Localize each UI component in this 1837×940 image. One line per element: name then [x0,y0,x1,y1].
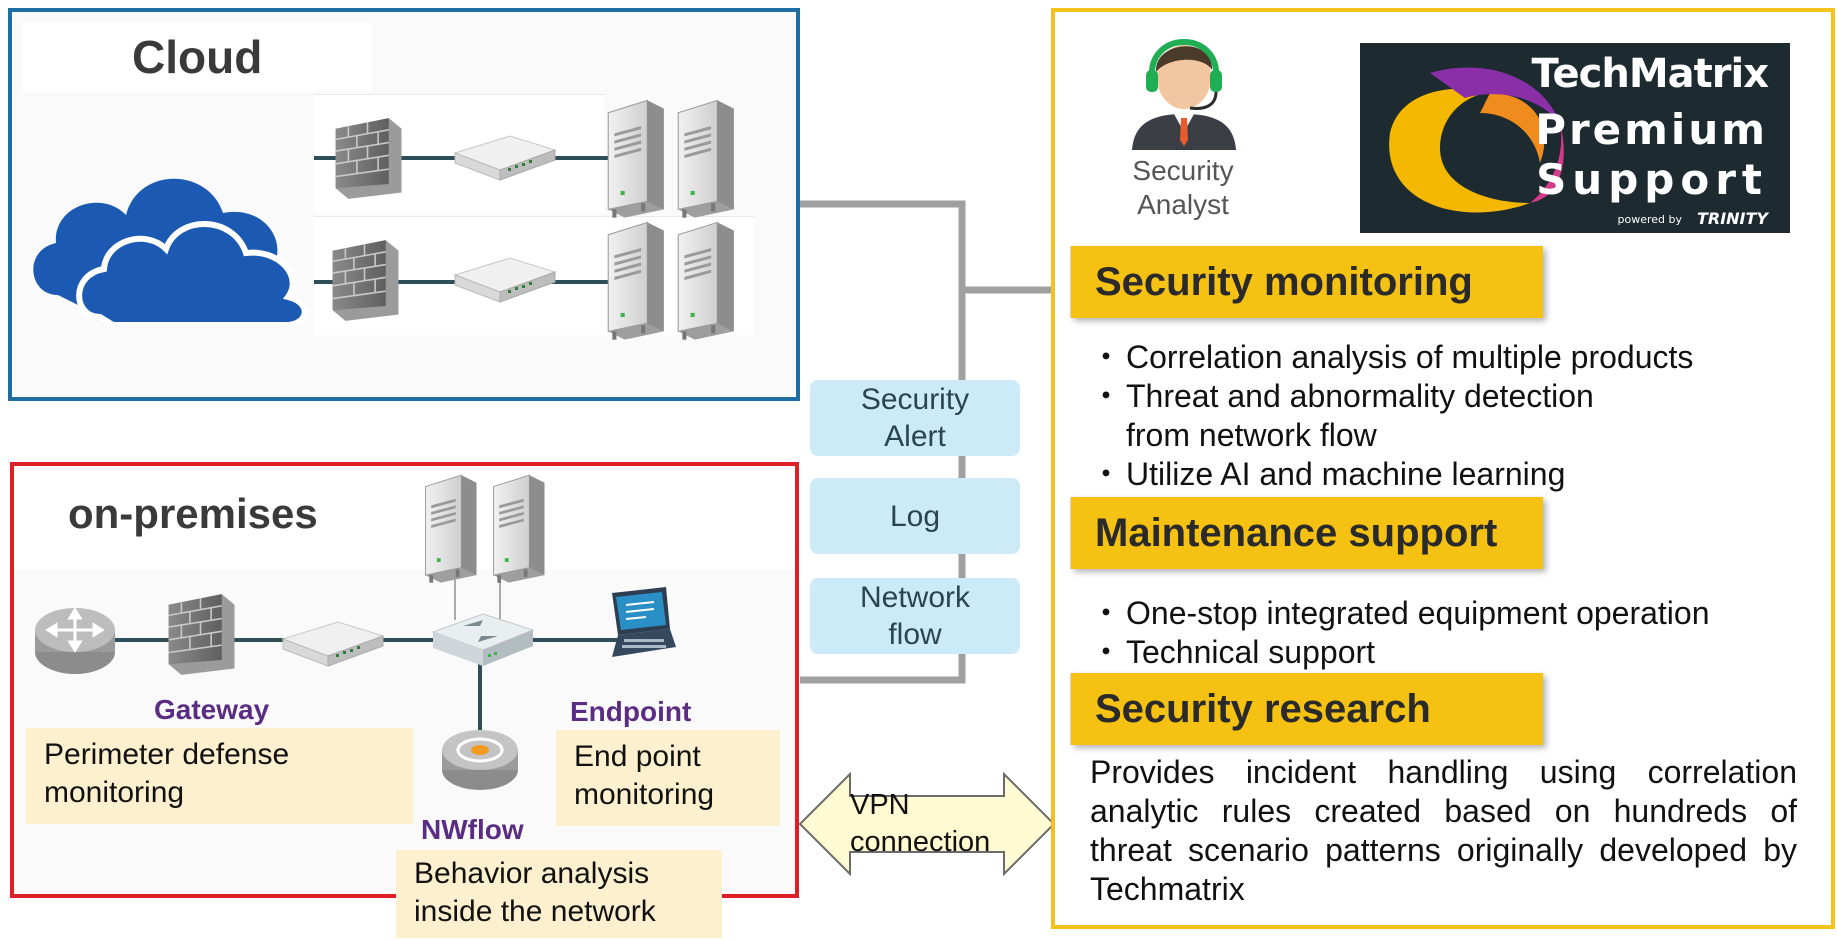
logo-brand: TRINITY [1696,209,1768,228]
logo-line-3: Support [1536,155,1768,204]
logo-powered-by: powered by [1617,213,1683,226]
cloud-icon [33,178,308,325]
flow-network-flow: Network flow [810,578,1020,654]
analyst-label: Security Analyst [1132,155,1234,220]
switch-icon [278,614,388,674]
endpoint-label: Endpoint [570,696,692,727]
security-research-text: Provides incident handling using correla… [1090,754,1797,907]
logo-mark-icon [1389,67,1564,213]
logo-line-1: TechMatrix [1531,51,1769,97]
server-icon [486,470,552,586]
bullet-item: Utilize AI and machine learning [1090,455,1693,494]
flow-log: Log [810,478,1020,554]
router-icon [35,607,115,674]
laptop-icon [612,587,676,657]
bullet-item: Correlation analysis of multiple product… [1090,338,1693,377]
onprem-title: on-premises [36,482,384,546]
maintenance-support-bullets: One-stop integrated equipment operation … [1090,594,1710,672]
bullet-item: One-stop integrated equipment operation [1090,594,1710,633]
l3-switch-icon [431,613,535,666]
techmatrix-logo: TechMatrix Premium Support powered by TR… [1360,43,1790,233]
section-security-research: Security research [1071,673,1543,745]
nwflow-sensor-icon [442,730,518,790]
gateway-note: Perimeter defense monitoring [26,728,413,824]
section-maintenance-support: Maintenance support [1071,497,1543,569]
logo-line-2: Premium [1535,105,1768,154]
bullet-item: Threat and abnormality detection from ne… [1090,377,1693,455]
vpn-label: VPN connection [850,789,991,858]
endpoint-note: End point monitoring [556,730,780,826]
analyst-icon [1132,39,1236,150]
nwflow-label: NWflow [421,814,524,845]
bullet-item: Technical support [1090,633,1710,672]
server-icon [418,470,484,586]
gateway-label: Gateway [154,694,270,725]
security-monitoring-bullets: Correlation analysis of multiple product… [1090,338,1693,494]
cloud-title: Cloud [22,22,372,92]
flow-security-alert: Security Alert [810,380,1020,456]
firewall-icon [158,592,243,677]
section-security-monitoring: Security monitoring [1071,246,1543,318]
nwflow-note: Behavior analysis inside the network [396,850,722,938]
